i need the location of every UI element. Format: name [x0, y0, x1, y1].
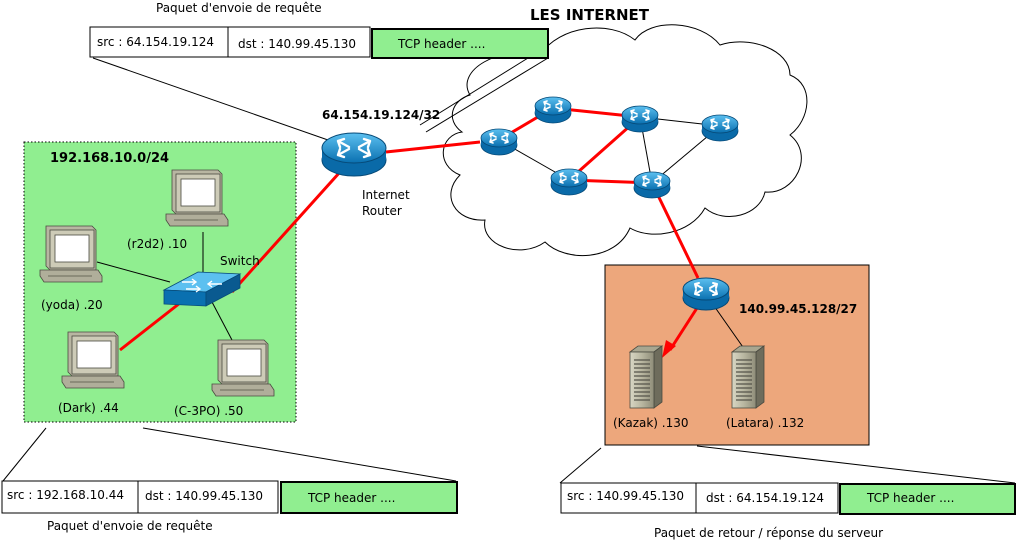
lan-links [96, 232, 233, 341]
link-router-cloud [385, 140, 481, 154]
diagram-title: LES INTERNET [530, 6, 650, 24]
server-icon-kazak [629, 345, 663, 409]
packet-src: src : 140.99.45.130 [567, 489, 684, 503]
link-router-latara [711, 302, 746, 351]
switch-icon [162, 271, 242, 307]
computer-icon-c3po [211, 339, 275, 397]
server-subnet-label: 140.99.45.128/27 [739, 302, 857, 316]
connector-br-right [696, 445, 1016, 484]
connector-top-right-2 [419, 57, 529, 126]
router-icon [621, 105, 659, 133]
computer-icon-yoda [39, 225, 103, 283]
packet-caption: Paquet d'envoie de requête [156, 1, 322, 15]
connector-top-right [425, 57, 549, 133]
router-icon [633, 171, 671, 199]
host-label-dark: (Dark) .44 [58, 401, 119, 415]
internet-router-icon [320, 131, 388, 178]
packet-caption: Paquet d'envoie de requête [47, 519, 213, 533]
server-label-kazak: (Kazak) .130 [613, 416, 689, 430]
packet-bottom-left: src : 192.168.10.44 dst : 140.99.45.130 … [1, 480, 458, 533]
packet-header: TCP header .... [866, 491, 954, 505]
packet-header: TCP header .... [307, 491, 395, 505]
router-ip-label: 64.154.19.124/32 [322, 108, 440, 122]
link-router-kazak [668, 307, 699, 351]
connector-br-left [559, 447, 602, 484]
router-label-line1: Internet [362, 188, 410, 202]
router-icon [534, 96, 572, 124]
packet-header: TCP header .... [397, 37, 485, 51]
packet-src: src : 64.154.19.124 [97, 35, 214, 49]
packet-dst: dst : 140.99.45.130 [145, 489, 263, 503]
computer-icon-dark [61, 331, 125, 389]
packet-dst: dst : 64.154.19.124 [706, 491, 824, 505]
packet-src: src : 192.168.10.44 [7, 488, 124, 502]
host-label-r2d2: (r2d2) .10 [127, 237, 187, 251]
link-router-switch [230, 170, 342, 294]
switch-label: Switch [220, 254, 260, 268]
lan-subnet-label: 192.168.10.0/24 [50, 151, 169, 166]
internet-cloud [442, 24, 808, 257]
connector-bl-right [142, 427, 457, 482]
router-icon [550, 168, 588, 196]
packet-caption: Paquet de retour / réponse du serveur [654, 526, 883, 540]
connector-top-left [92, 57, 329, 141]
router-label-line2: Router [362, 204, 402, 218]
server-router-icon [682, 277, 730, 311]
arrow-to-kazak [662, 340, 676, 358]
computer-icon-r2d2 [165, 169, 229, 227]
packet-top: Paquet d'envoie de requête src : 64.154.… [89, 1, 549, 59]
server-label-latara: (Latara) .132 [726, 416, 804, 430]
router-icon [480, 128, 518, 156]
connector-bl-left [2, 427, 47, 482]
packet-dst: dst : 140.99.45.130 [238, 37, 356, 51]
router-icon [701, 114, 739, 142]
packet-bottom-right: src : 140.99.45.130 dst : 64.154.19.124 … [560, 482, 1016, 540]
link-switch-dark [119, 301, 181, 352]
host-label-c3po: (C-3PO) .50 [174, 404, 243, 418]
host-label-yoda: (yoda) .20 [41, 298, 103, 312]
server-icon-latara [731, 345, 765, 409]
